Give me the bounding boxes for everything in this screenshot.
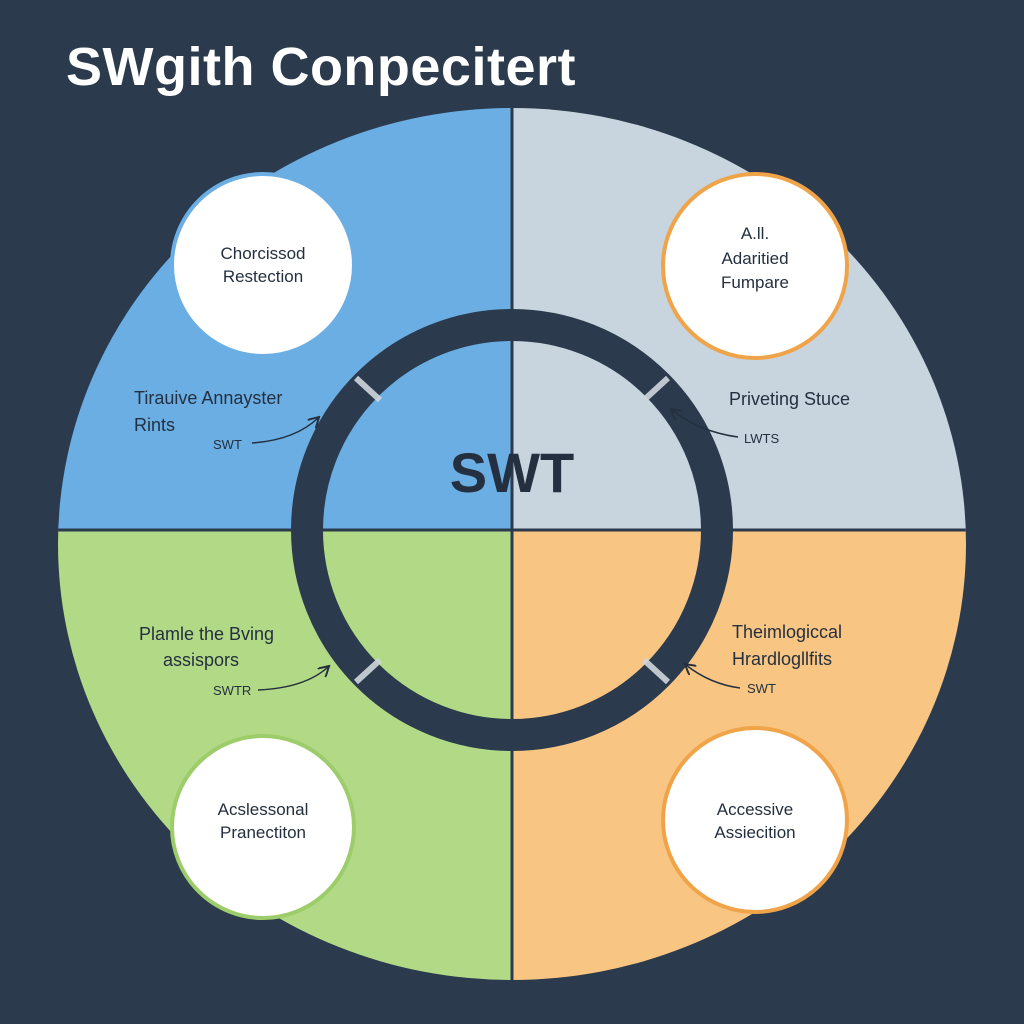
label-bottom-left: Plamle the Bving assispors SWTR <box>139 624 328 698</box>
label-top-left: Tirauive Annayster Rints SWT <box>134 388 318 452</box>
circle-bottom-left: Acslessonal Pranectiton <box>170 734 356 920</box>
arrow-label: SWT <box>747 681 776 696</box>
circle-text: Accessive <box>717 800 794 819</box>
label-text: Tirauive Annayster <box>134 388 282 408</box>
label-text: Theimlogiccal <box>732 622 842 642</box>
center-label: SWT <box>450 441 574 504</box>
arrow-icon <box>672 410 739 438</box>
center-ring <box>291 309 733 751</box>
label-text: assispors <box>163 650 239 670</box>
circle-text: Assiecition <box>714 823 795 842</box>
arrow-icon <box>686 665 741 689</box>
circle-text: Restection <box>223 267 303 286</box>
circle-text: Fumpare <box>721 273 789 292</box>
circle-text: Pranectiton <box>220 823 306 842</box>
page-title: SWgith Conpecitert <box>66 37 576 97</box>
arrow-label: SWTR <box>213 683 251 698</box>
circle-text: A.ll. <box>741 224 769 243</box>
circle-bottom-right: Accessive Assiecition <box>661 726 849 914</box>
label-text: Priveting Stuce <box>729 389 850 409</box>
label-text: Hrardlogllfits <box>732 649 832 669</box>
label-bottom-right: Theimlogiccal Hrardlogllfits SWT <box>686 622 842 696</box>
arrow-label: LWTS <box>744 431 779 446</box>
label-text: Plamle the Bving <box>139 624 274 644</box>
circle-text: Adaritied <box>721 249 788 268</box>
label-text: Rints <box>134 415 175 435</box>
circle-top-right: A.ll. Adaritied Fumpare <box>661 172 849 360</box>
label-top-right: Priveting Stuce LWTS <box>672 389 850 446</box>
arrow-label: SWT <box>213 437 242 452</box>
arrow-icon <box>251 418 318 444</box>
circle-text: Chorcissod <box>220 244 305 263</box>
circle-top-left: Chorcissod Restection <box>170 172 356 358</box>
circle-text: Acslessonal <box>218 800 309 819</box>
arrow-icon <box>257 667 328 691</box>
